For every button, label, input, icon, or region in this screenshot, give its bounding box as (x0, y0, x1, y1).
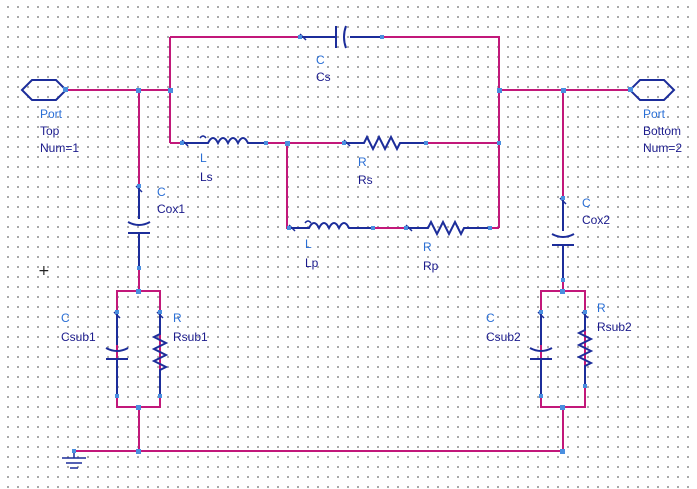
port-top-num: Num=1 (40, 141, 79, 155)
resistor-rs-icon[interactable] (343, 134, 426, 152)
rs-name: Rs (358, 173, 373, 187)
lp-name: Lp (305, 256, 319, 270)
resistor-rp-icon[interactable] (405, 219, 490, 237)
port-top-id: Top (40, 124, 60, 138)
cursor-crosshair: + (38, 263, 50, 279)
port-top-label: Port Top Num=1 (40, 107, 79, 155)
resistor-rsub2-icon[interactable] (576, 311, 594, 386)
cox1-name: Cox1 (157, 202, 185, 216)
ls-name: Ls (200, 170, 213, 184)
rsub1-name: Rsub1 (173, 330, 208, 344)
csub1-name: Csub1 (61, 330, 96, 344)
rsub2-type: R (597, 301, 606, 315)
inductor-lp-icon[interactable] (288, 220, 373, 232)
cox2-type: C (582, 196, 591, 210)
port-bottom-label: Port Bottom Num=2 (643, 107, 682, 155)
rsub1-type: R (173, 311, 182, 325)
rp-type: R (423, 240, 432, 254)
port-bottom-icon[interactable] (628, 79, 676, 101)
capacitor-cox1-icon[interactable] (127, 185, 151, 268)
port-top-icon[interactable] (20, 79, 68, 101)
cs-type: C (316, 53, 325, 67)
ls-type: L (200, 151, 207, 165)
cs-name: Cs (316, 70, 331, 84)
port-bottom-id: Bottom (643, 124, 681, 138)
inductor-ls-icon[interactable] (181, 135, 266, 147)
csub2-type: C (486, 311, 495, 325)
rs-type: R (358, 155, 367, 169)
cox1-type: C (157, 185, 166, 199)
csub2-name: Csub2 (486, 330, 521, 344)
wires (66, 36, 630, 452)
capacitor-csub1-icon[interactable] (105, 311, 129, 396)
ground-icon[interactable] (62, 451, 86, 469)
pins (63, 35, 633, 454)
csub1-type: C (61, 311, 70, 325)
wire[interactable] (286, 143, 289, 229)
port-bottom-num: Num=2 (643, 141, 682, 155)
cox2-name: Cox2 (582, 213, 610, 227)
capacitor-cox2-icon[interactable] (551, 197, 575, 280)
rsub2-name: Rsub2 (597, 320, 632, 334)
rp-name: Rp (423, 259, 439, 273)
capacitor-cs-icon[interactable] (299, 25, 382, 49)
port-top-type: Port (40, 107, 63, 121)
port-bottom-type: Port (643, 107, 666, 121)
wire[interactable] (382, 36, 500, 228)
lp-type: L (305, 237, 312, 251)
